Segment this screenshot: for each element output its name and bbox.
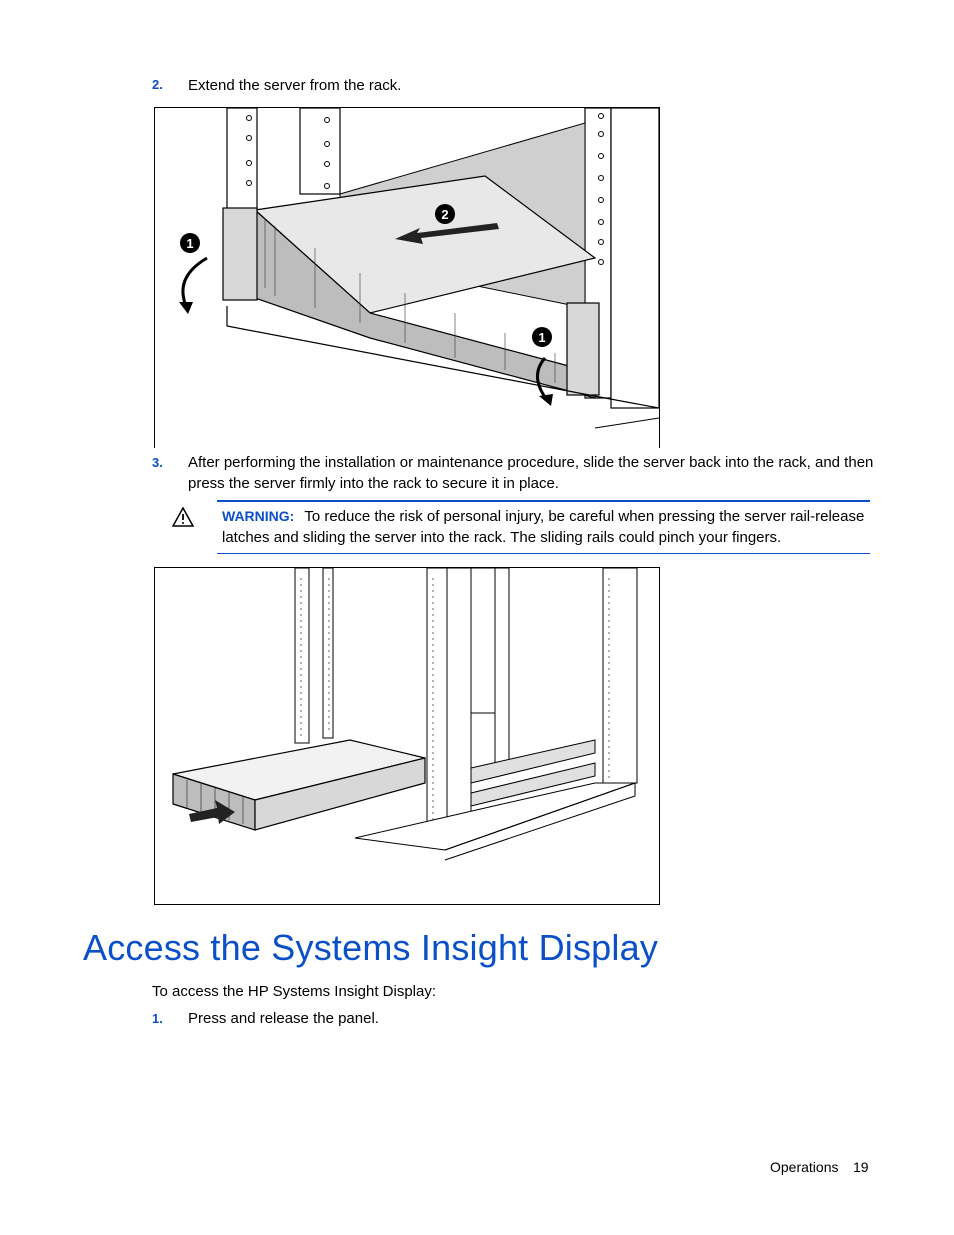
step-number: 2. — [152, 77, 163, 92]
step-number: 3. — [152, 455, 163, 470]
warning-text-block: WARNING:To reduce the risk of personal i… — [222, 506, 872, 548]
server-extend-illustration: 1 2 1 — [179, 108, 659, 429]
footer-page-number: 19 — [853, 1159, 869, 1175]
section-heading: Access the Systems Insight Display — [83, 927, 659, 968]
warning-text: To reduce the risk of personal injury, b… — [222, 508, 865, 546]
step-number: 1. — [152, 1011, 163, 1026]
figure-slide-server-back — [154, 567, 660, 905]
server-slide-illustration — [172, 568, 638, 861]
callout-1-left: 1 — [186, 236, 193, 251]
step-text: Press and release the panel. — [188, 1010, 379, 1027]
warning-label: WARNING: — [222, 508, 295, 524]
step-text-line: After performing the installation or mai… — [188, 454, 874, 471]
warning-triangle-icon — [171, 506, 195, 531]
step-text: Extend the server from the rack. — [188, 77, 402, 94]
figure-extend-server: 1 2 1 — [154, 107, 660, 448]
step-text-line: press the server firmly into the rack to… — [188, 475, 559, 492]
callout-1-right: 1 — [538, 330, 545, 345]
warning-box: WARNING:To reduce the risk of personal i… — [217, 500, 870, 554]
section-intro: To access the HP Systems Insight Display… — [152, 983, 437, 1000]
footer-section-name: Operations — [770, 1159, 839, 1175]
callout-2: 2 — [441, 207, 448, 222]
